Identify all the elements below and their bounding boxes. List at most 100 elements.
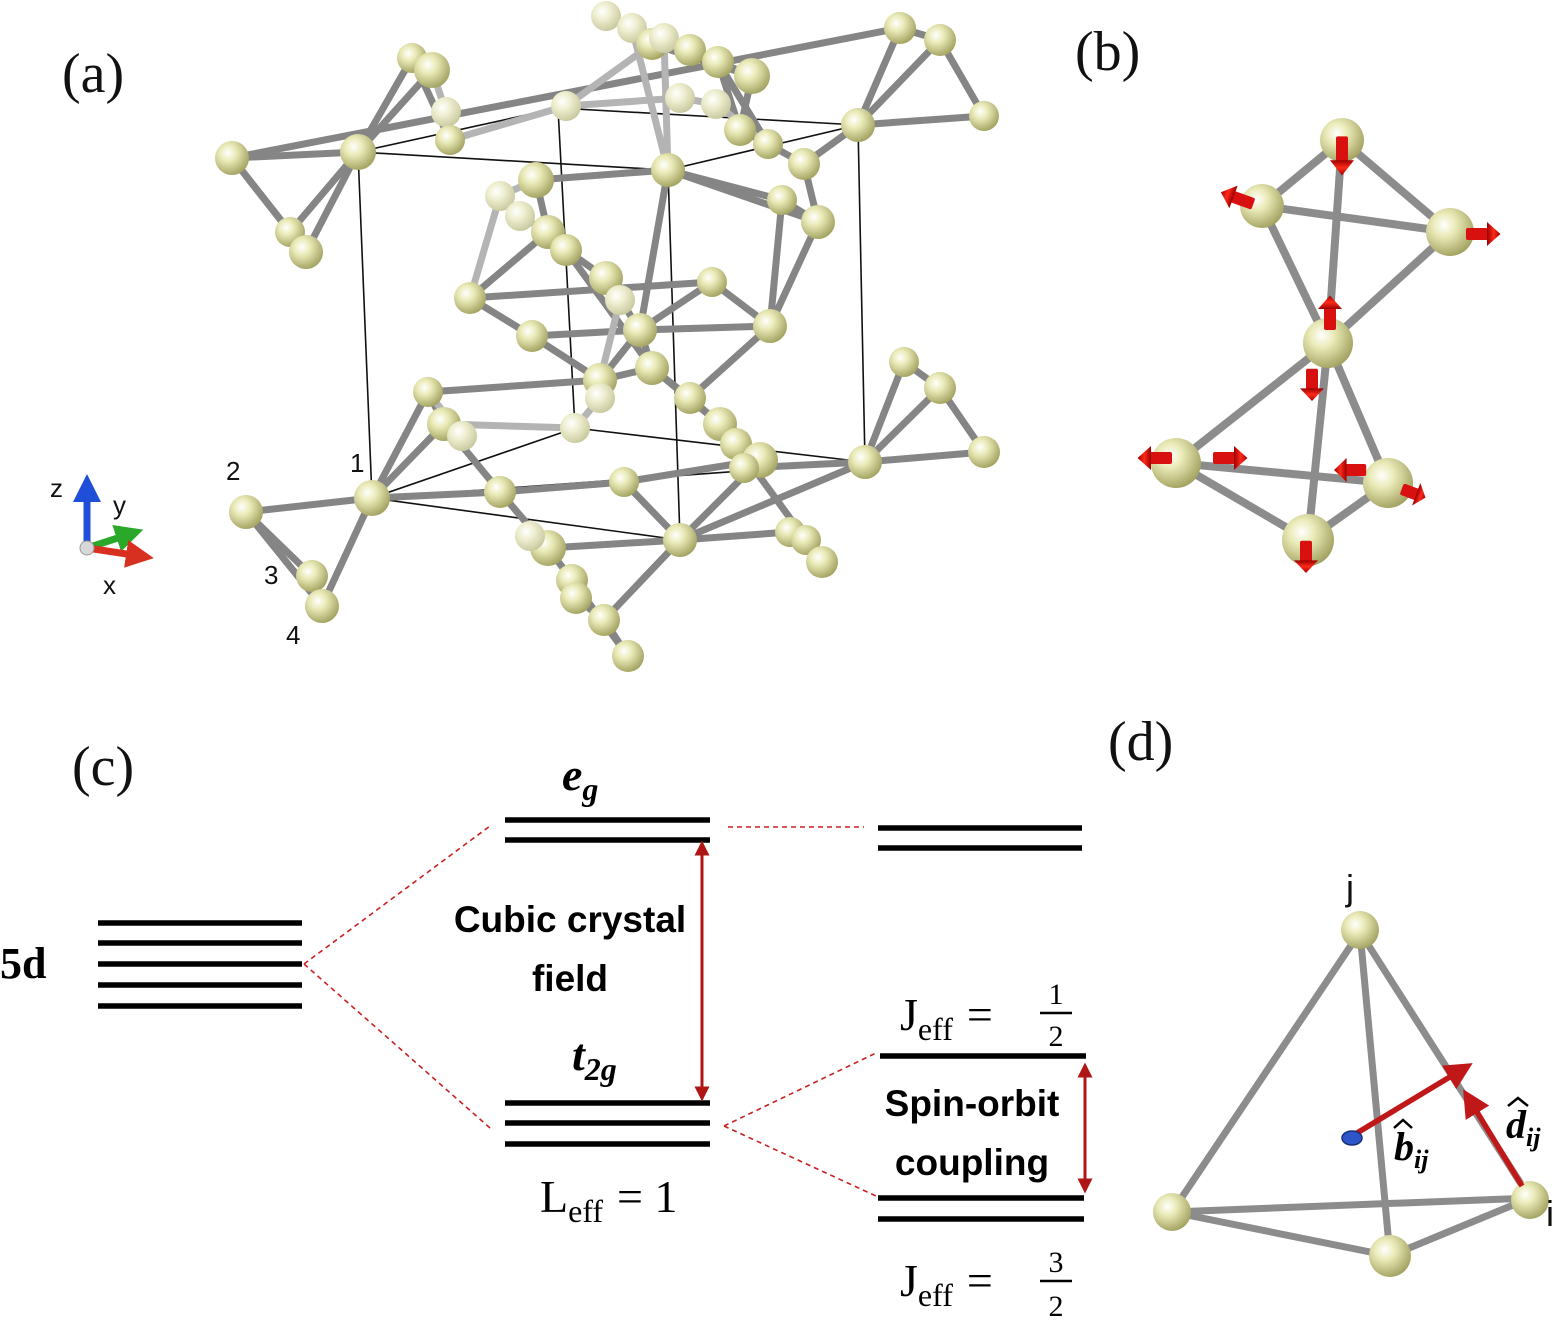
bond <box>466 228 552 302</box>
atom-j <box>1341 911 1379 949</box>
bond <box>676 528 794 544</box>
svg-text:2: 2 <box>1049 1020 1064 1053</box>
spin-tetrahedra-atoms <box>1151 118 1474 566</box>
atom <box>674 34 706 66</box>
bond <box>1258 202 1332 347</box>
atom <box>447 421 477 451</box>
atom <box>612 640 644 672</box>
bond <box>636 166 672 334</box>
bond <box>544 536 684 552</box>
atom <box>841 108 875 142</box>
panel-c-label: (c) <box>72 736 134 798</box>
svg-text:bij: bij <box>1394 1124 1429 1174</box>
atom <box>215 141 249 175</box>
spin-orbit-line1: Spin-orbit <box>885 1083 1060 1124</box>
levels-eg-right <box>878 825 1082 851</box>
spin-arrow <box>1400 482 1426 506</box>
cubic-crystal-field-line1: Cubic crystal <box>454 899 686 940</box>
atom <box>605 285 635 315</box>
panel-b-label: (b) <box>1075 21 1140 83</box>
bond <box>600 536 684 624</box>
atom <box>414 52 450 88</box>
levels-eg <box>505 817 710 843</box>
label-t2g: t2g <box>572 1029 617 1087</box>
atom <box>889 347 919 377</box>
bond <box>354 54 416 156</box>
bond <box>714 58 772 148</box>
atom <box>753 309 787 343</box>
bond <box>1324 228 1454 347</box>
bond <box>368 388 432 502</box>
bond <box>368 488 504 502</box>
atom <box>651 153 685 187</box>
svg-text:1: 1 <box>1049 978 1064 1011</box>
bond <box>302 148 362 256</box>
svg-text:Jeff=: Jeff= <box>900 1255 993 1313</box>
dashed-connectors <box>303 825 877 1197</box>
atom <box>340 134 376 170</box>
atom <box>801 205 835 239</box>
vector-b-arrow <box>1350 1063 1473 1139</box>
bond <box>636 322 774 334</box>
bond <box>1324 339 1392 487</box>
atom <box>702 46 734 78</box>
bond <box>1172 459 1392 487</box>
bond <box>854 24 904 129</box>
atom-left <box>1153 1193 1191 1231</box>
lattice-bonds <box>228 12 988 660</box>
atom <box>551 91 581 121</box>
panel-d-label: (d) <box>1108 711 1173 773</box>
svg-text:2: 2 <box>1049 1290 1064 1323</box>
cubic-crystal-field-line2: field <box>532 958 608 999</box>
panel-d: (d) j i bij dij <box>1108 711 1554 1277</box>
panel-b: (b) <box>1075 21 1501 573</box>
levels-5d <box>98 920 302 1009</box>
vector-b-label: bij <box>1393 1118 1429 1174</box>
spin-arrow <box>1466 222 1501 246</box>
spin-arrow <box>1137 446 1172 470</box>
axis-x-arrow <box>86 540 154 568</box>
bond <box>861 448 988 466</box>
atom <box>724 114 756 146</box>
atom <box>697 267 727 297</box>
bond <box>354 66 436 156</box>
spin-arrow <box>1330 136 1354 176</box>
site-j-label: j <box>1345 867 1354 908</box>
atom <box>968 436 1000 468</box>
bond <box>664 166 822 226</box>
atom <box>674 382 706 414</box>
atom <box>1426 208 1474 256</box>
axis-origin <box>79 540 95 556</box>
svg-text:Jeff=: Jeff= <box>900 989 993 1047</box>
atom <box>591 1 621 31</box>
tetrahedron-atoms <box>1153 911 1549 1277</box>
atom <box>296 560 328 592</box>
atom <box>635 351 669 385</box>
levels-jeff-threehalf <box>878 1195 1084 1222</box>
atom-i <box>1511 1181 1549 1219</box>
atom <box>665 83 695 113</box>
atom <box>229 495 263 529</box>
atom <box>354 480 390 516</box>
label-eg: eg <box>562 749 598 807</box>
atom <box>753 129 783 159</box>
atom <box>435 125 465 155</box>
spin-arrows <box>1137 136 1501 573</box>
atom <box>1151 438 1201 488</box>
atom <box>585 383 615 413</box>
bond <box>318 494 376 610</box>
atom <box>969 101 999 131</box>
atom <box>518 162 554 198</box>
atom <box>515 521 545 551</box>
atom <box>806 546 838 578</box>
bond <box>766 218 822 330</box>
bond <box>446 102 570 144</box>
atom <box>516 320 548 352</box>
hat-b <box>1393 1118 1413 1129</box>
bond <box>766 196 786 330</box>
site-i-label: i <box>1546 1193 1554 1234</box>
atom <box>560 413 590 443</box>
hat-d <box>1507 1096 1529 1107</box>
atom <box>924 24 956 56</box>
svg-text:dij: dij <box>1506 1102 1541 1152</box>
